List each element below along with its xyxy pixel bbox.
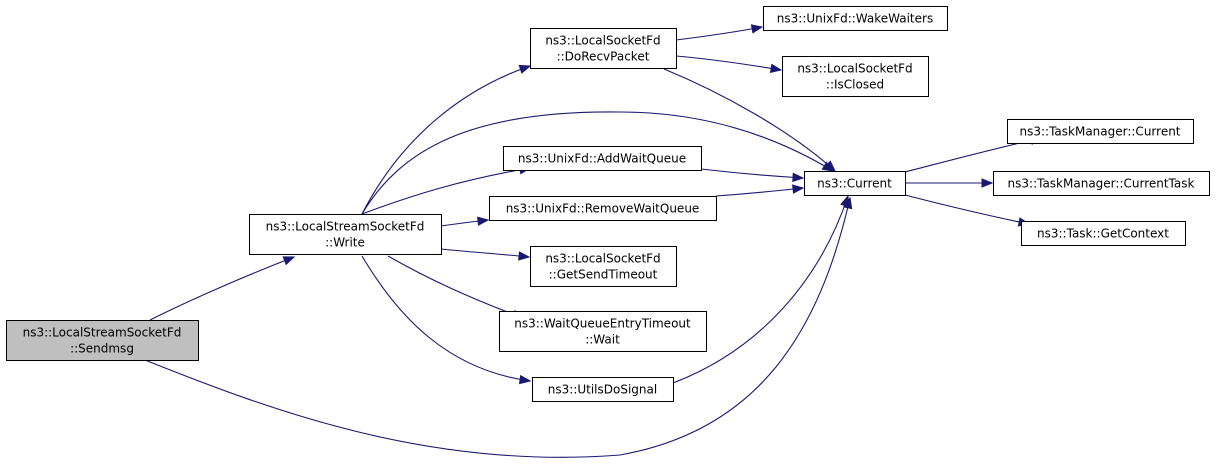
- edge-line: [149, 256, 295, 321]
- node-label: ns3::UnixFd::WakeWaiters: [777, 12, 933, 26]
- node-write[interactable]: ns3::LocalStreamSocketFd::Write: [249, 214, 442, 255]
- arrowhead-icon: [518, 251, 531, 261]
- node-label: ns3::UnixFd::RemoveWaitQueue: [506, 202, 700, 216]
- arrowhead-icon: [750, 24, 764, 34]
- arrowhead-icon: [981, 178, 994, 188]
- node-label: ns3::Task::GetContext: [1037, 227, 1169, 241]
- arrowhead-icon: [792, 184, 805, 194]
- node-addwaitqueue[interactable]: ns3::UnixFd::AddWaitQueue: [503, 146, 702, 171]
- node-label: ns3::UnixFd::AddWaitQueue: [518, 152, 686, 166]
- edge-line: [387, 255, 524, 319]
- node-box[interactable]: [763, 6, 948, 31]
- arrowhead-icon: [518, 64, 532, 74]
- arrowhead-icon: [769, 63, 783, 73]
- arrowhead-icon: [824, 160, 836, 172]
- node-box[interactable]: [249, 214, 442, 255]
- node-label: ns3::LocalSocketFd: [545, 252, 660, 266]
- node-box[interactable]: [489, 196, 717, 221]
- edge-write-to-getsendtimeout: [440, 248, 531, 261]
- node-tm_currenttask[interactable]: ns3::TaskManager::CurrentTask: [993, 171, 1210, 196]
- node-box[interactable]: [530, 28, 677, 69]
- node-label: ns3::LocalStreamSocketFd: [23, 326, 182, 340]
- arrowhead-icon: [792, 172, 805, 183]
- arrowhead-icon: [840, 194, 850, 208]
- edge-line: [144, 197, 851, 458]
- edge-line: [361, 111, 834, 215]
- edge-current-to-getcontext: [904, 194, 1031, 227]
- node-label: ns3::LocalSocketFd: [797, 62, 912, 76]
- edge-dorecvpacket-to-wakewaiters: [675, 24, 764, 41]
- edge-line: [440, 248, 530, 258]
- edge-line: [675, 55, 782, 71]
- node-removewaitqueue[interactable]: ns3::UnixFd::RemoveWaitQueue: [489, 196, 717, 221]
- node-utilsdosignal[interactable]: ns3::UtilsDoSignal: [532, 377, 674, 402]
- node-label: ns3::TaskManager::Current: [1019, 125, 1180, 139]
- node-label: ns3::LocalSocketFd: [545, 34, 660, 48]
- arrowhead-icon: [518, 374, 532, 385]
- node-layer: ns3::LocalStreamSocketFd::Sendmsgns3::Lo…: [6, 6, 1210, 402]
- node-box[interactable]: [503, 146, 702, 171]
- edge-line: [700, 168, 804, 179]
- edge-removewaitqueue-to-current: [715, 184, 805, 197]
- node-label: ns3::UtilsDoSignal: [548, 383, 657, 397]
- node-box[interactable]: [1021, 221, 1186, 246]
- node-label: ::Sendmsg: [70, 342, 134, 356]
- node-wakewaiters[interactable]: ns3::UnixFd::WakeWaiters: [763, 6, 948, 31]
- node-wait[interactable]: ns3::WaitQueueEntryTimeout::Wait: [499, 311, 707, 352]
- edge-line: [904, 194, 1030, 225]
- edge-sendmsg-to-write: [149, 256, 296, 321]
- edge-dorecvpacket-to-isclosed: [675, 55, 783, 73]
- edge-write-to-removewaitqueue: [440, 216, 490, 227]
- node-box[interactable]: [532, 377, 674, 402]
- node-label: ::Write: [325, 236, 365, 250]
- node-sendmsg[interactable]: ns3::LocalStreamSocketFd::Sendmsg: [6, 320, 199, 361]
- edge-line: [715, 187, 804, 197]
- edge-write-to-wait: [387, 255, 525, 319]
- node-label: ns3::WaitQueueEntryTimeout: [514, 317, 691, 331]
- node-label: ::IsClosed: [826, 78, 884, 92]
- edge-line: [361, 167, 531, 215]
- node-box[interactable]: [6, 320, 199, 361]
- node-getcontext[interactable]: ns3::Task::GetContext: [1021, 221, 1186, 246]
- edge-addwaitqueue-to-current: [700, 168, 805, 183]
- edge-current-to-tm_currenttask: [905, 178, 994, 188]
- edge-line: [361, 65, 531, 215]
- node-box[interactable]: [530, 246, 677, 287]
- node-box[interactable]: [804, 171, 906, 196]
- node-label: ns3::Current: [817, 177, 892, 191]
- edge-write-to-utilsdosignal: [361, 255, 532, 385]
- node-box[interactable]: [1007, 119, 1194, 144]
- node-dorecvpacket[interactable]: ns3::LocalSocketFd::DoRecvPacket: [530, 28, 677, 69]
- arrowhead-icon: [282, 256, 296, 266]
- edge-line: [663, 68, 836, 172]
- node-label: ns3::LocalStreamSocketFd: [266, 220, 425, 234]
- node-isclosed[interactable]: ns3::LocalSocketFd::IsClosed: [782, 56, 929, 97]
- node-current[interactable]: ns3::Current: [804, 171, 906, 196]
- edge-layer: [144, 24, 1043, 458]
- edge-line: [361, 255, 531, 382]
- node-box[interactable]: [782, 56, 929, 97]
- node-box[interactable]: [993, 171, 1210, 196]
- node-label: ::DoRecvPacket: [557, 50, 650, 64]
- node-label: ns3::TaskManager::CurrentTask: [1008, 177, 1195, 191]
- node-tm_current[interactable]: ns3::TaskManager::Current: [1007, 119, 1194, 144]
- edge-dorecvpacket-to-current: [663, 68, 836, 172]
- node-label: ::Wait: [585, 333, 620, 347]
- node-label: ::GetSendTimeout: [549, 268, 658, 282]
- edge-utilsdosignal-to-current: [672, 194, 850, 384]
- node-box[interactable]: [499, 311, 707, 352]
- edge-line: [675, 26, 763, 41]
- edge-write-to-dorecvpacket: [361, 64, 532, 215]
- edge-line: [672, 195, 849, 384]
- arrowhead-icon: [477, 216, 490, 226]
- node-getsendtimeout[interactable]: ns3::LocalSocketFd::GetSendTimeout: [530, 246, 677, 287]
